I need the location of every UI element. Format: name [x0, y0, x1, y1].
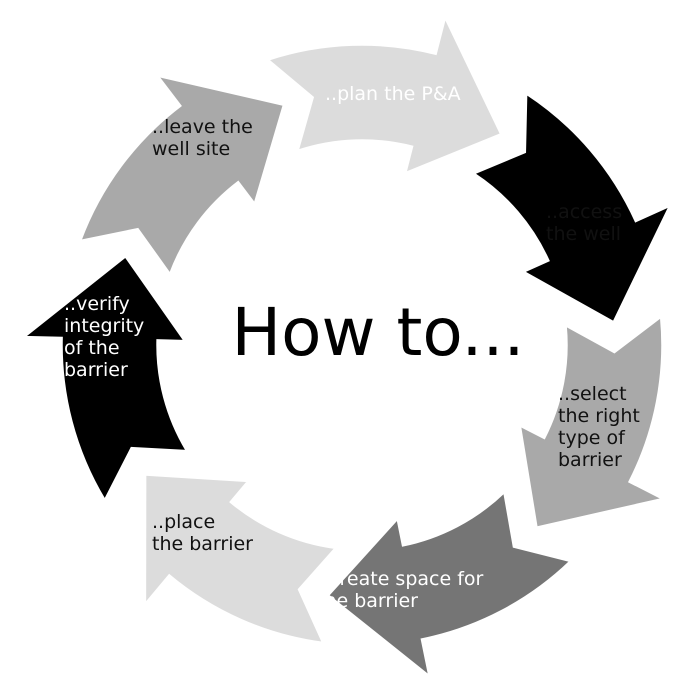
label-verify-line: integrity: [64, 315, 144, 337]
label-select-line: ..select: [558, 383, 627, 405]
arrow-select: [267, 16, 502, 174]
arrow-place: [519, 315, 665, 529]
label-access-line: the well: [546, 223, 621, 245]
label-leave-line: well site: [152, 138, 230, 160]
label-select-line: the right: [558, 405, 640, 427]
label-verify-line: of the: [64, 337, 120, 359]
label-leave-line: ..leave the: [152, 116, 253, 138]
cycle-arrows: [23, 16, 671, 678]
label-verify-line: barrier: [64, 359, 128, 381]
center-title: How to...: [231, 294, 524, 371]
arrow-create-space: [472, 92, 671, 323]
arrow-leave: [144, 474, 337, 644]
label-select-line: type of: [558, 427, 626, 449]
label-plan-line: ..plan the P&A: [325, 83, 461, 105]
label-select-line: barrier: [558, 449, 622, 471]
label-create-space-line: ..create space for: [317, 568, 484, 590]
label-create-space-line: the barrier: [317, 590, 418, 612]
arrow-verify: [327, 491, 572, 678]
label-plan: ..plan the P&A: [325, 83, 461, 105]
label-place-line: ..place: [152, 511, 215, 533]
label-place-line: the barrier: [152, 533, 253, 555]
arrow-access: [79, 75, 285, 275]
arrow-plan: [23, 255, 188, 502]
label-verify-line: ..verify: [64, 293, 130, 315]
label-access-line: ..access: [546, 201, 622, 223]
